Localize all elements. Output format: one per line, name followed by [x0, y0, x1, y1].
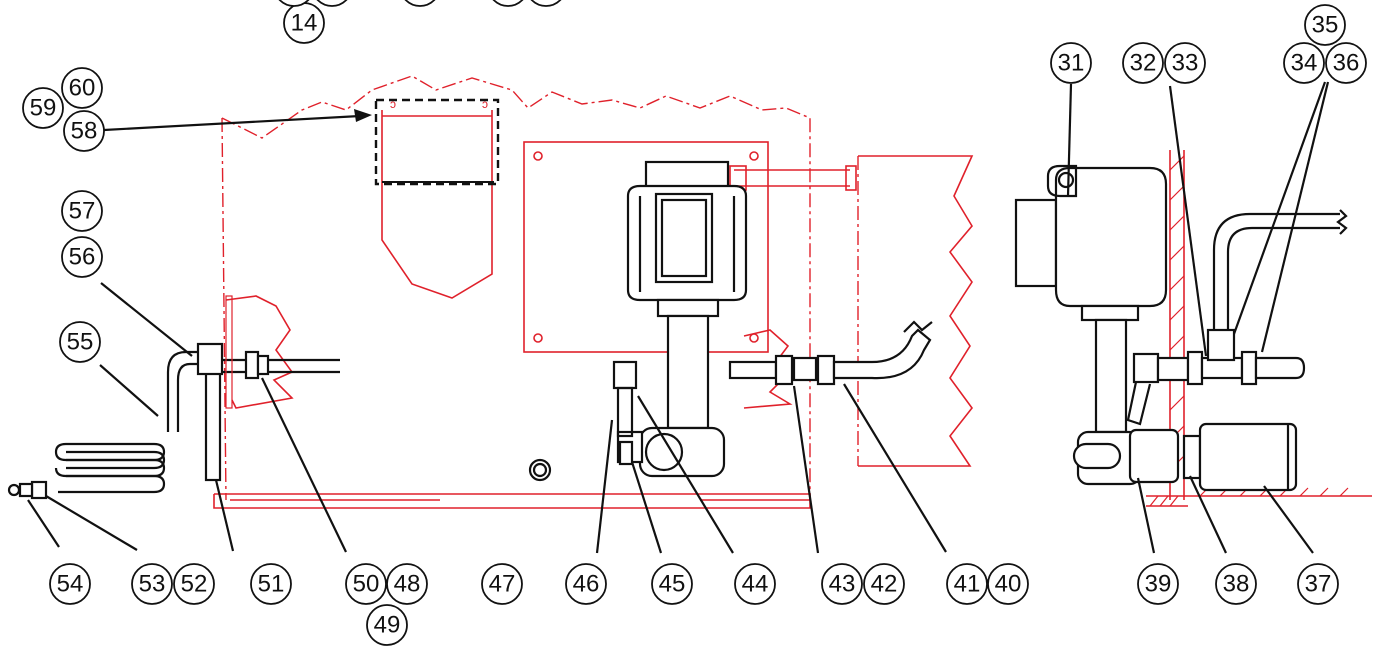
drain-plug — [528, 458, 552, 482]
callout-53: 53 — [131, 563, 173, 605]
callout-58: 58 — [63, 110, 105, 152]
svg-text:59: 59 — [30, 95, 57, 122]
svg-text:45: 45 — [659, 571, 686, 598]
coiled-hose — [7, 350, 198, 500]
svg-text:43: 43 — [829, 571, 856, 598]
svg-text:54: 54 — [57, 571, 84, 598]
callout-56: 56 — [61, 236, 103, 278]
svg-text:41: 41 — [954, 571, 981, 598]
svg-text:50: 50 — [353, 571, 380, 598]
cabinet-outline — [213, 75, 974, 509]
callout-60: 60 — [61, 67, 103, 109]
svg-text:46: 46 — [573, 571, 600, 598]
callout-35: 35 — [1304, 4, 1346, 46]
svg-text:31: 31 — [1058, 50, 1085, 77]
callout-54: 54 — [49, 563, 91, 605]
callout-57: 57 — [61, 190, 103, 232]
side-view-assembly — [1014, 150, 1372, 507]
svg-text:47: 47 — [489, 571, 516, 598]
callout-55: 55 — [59, 321, 101, 363]
svg-text:49: 49 — [374, 612, 401, 639]
callout-43: 43 — [821, 563, 863, 605]
svg-text:14: 14 — [291, 10, 318, 37]
callout-40: 40 — [987, 563, 1029, 605]
callout-14: 14 — [283, 2, 325, 44]
callout-46: 46 — [565, 563, 607, 605]
svg-text:51: 51 — [258, 571, 285, 598]
callout-42: 42 — [863, 563, 905, 605]
outlet-piping — [728, 320, 933, 386]
svg-text:60: 60 — [69, 75, 96, 102]
callout-36: 36 — [1325, 42, 1367, 84]
callout-34: 34 — [1283, 42, 1325, 84]
callout-50: 50 — [345, 563, 387, 605]
callout-39: 39 — [1137, 563, 1179, 605]
callout-32: 32 — [1122, 42, 1164, 84]
callout-38: 38 — [1215, 563, 1257, 605]
inlet-piping — [196, 295, 340, 482]
callout-44: 44 — [734, 563, 776, 605]
svg-text:36: 36 — [1333, 50, 1360, 77]
callout-47: 47 — [481, 563, 523, 605]
svg-text:48: 48 — [394, 571, 421, 598]
callout-48: 48 — [386, 563, 428, 605]
svg-text:57: 57 — [69, 198, 96, 225]
svg-text:40: 40 — [995, 571, 1022, 598]
svg-text:53: 53 — [139, 571, 166, 598]
callout-59: 59 — [22, 87, 64, 129]
svg-text:58: 58 — [71, 118, 98, 145]
callout-41: 41 — [946, 563, 988, 605]
svg-text:42: 42 — [871, 571, 898, 598]
callout-45: 45 — [651, 563, 693, 605]
svg-text:ɔ: ɔ — [390, 97, 396, 111]
callout-37: 37 — [1297, 563, 1339, 605]
svg-text:35: 35 — [1312, 12, 1339, 39]
svg-text:32: 32 — [1130, 50, 1157, 77]
svg-text:55: 55 — [67, 329, 94, 356]
svg-text:56: 56 — [69, 244, 96, 271]
callout-51: 51 — [250, 563, 292, 605]
svg-text:44: 44 — [742, 571, 769, 598]
callout-49: 49 — [366, 604, 408, 646]
callout-31: 31 — [1050, 42, 1092, 84]
callout-52: 52 — [173, 563, 215, 605]
svg-text:39: 39 — [1145, 571, 1172, 598]
svg-text:ɔ: ɔ — [482, 97, 488, 111]
callout-33: 33 — [1164, 42, 1206, 84]
dashed-filter-box — [374, 98, 500, 186]
svg-text:34: 34 — [1291, 50, 1318, 77]
svg-text:37: 37 — [1305, 571, 1332, 598]
svg-text:52: 52 — [181, 571, 208, 598]
cropped-callouts-top — [278, 0, 562, 7]
svg-text:33: 33 — [1172, 50, 1199, 77]
leader-lines — [27, 81, 1330, 554]
center-pump-assembly — [612, 160, 748, 478]
svg-text:38: 38 — [1223, 571, 1250, 598]
